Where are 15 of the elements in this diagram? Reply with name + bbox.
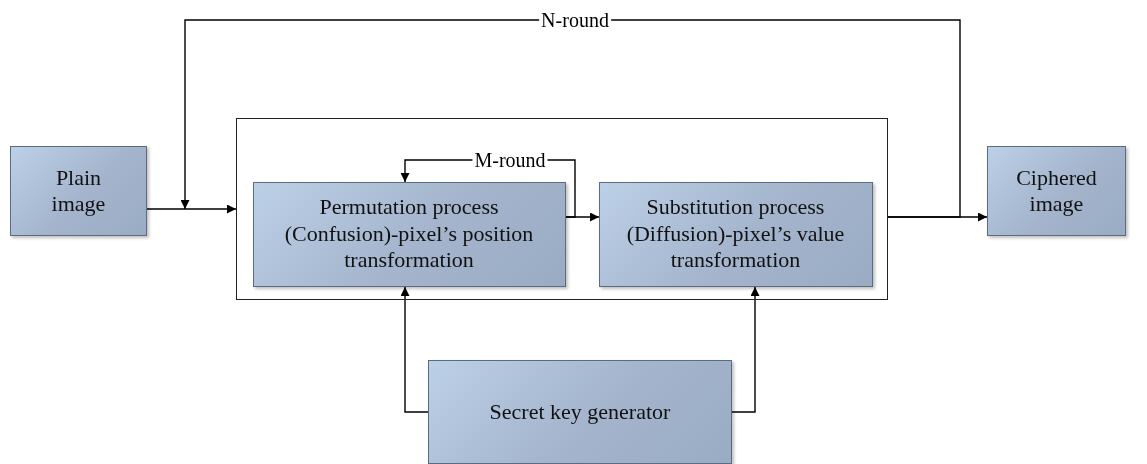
- process-box: [428, 360, 732, 464]
- process-box: [987, 146, 1126, 236]
- box-label: Ciphered image: [1015, 164, 1098, 218]
- process-box: [10, 146, 147, 236]
- group-frame: [236, 118, 888, 300]
- process-box: [598, 181, 873, 287]
- arrow: [180, 19, 961, 218]
- box-label: Substitution process (Diffusion)-pixel’s value transformation: [625, 194, 846, 274]
- box-label: Plain image: [50, 164, 107, 218]
- box-label: Secret key generator: [488, 398, 672, 426]
- process-box: [252, 181, 566, 287]
- arrow: [146, 204, 237, 214]
- box-label: Permutation process (Confusion)-pixel’s position transformation: [283, 194, 535, 274]
- arrow: [400, 286, 429, 413]
- arrow: [731, 286, 760, 413]
